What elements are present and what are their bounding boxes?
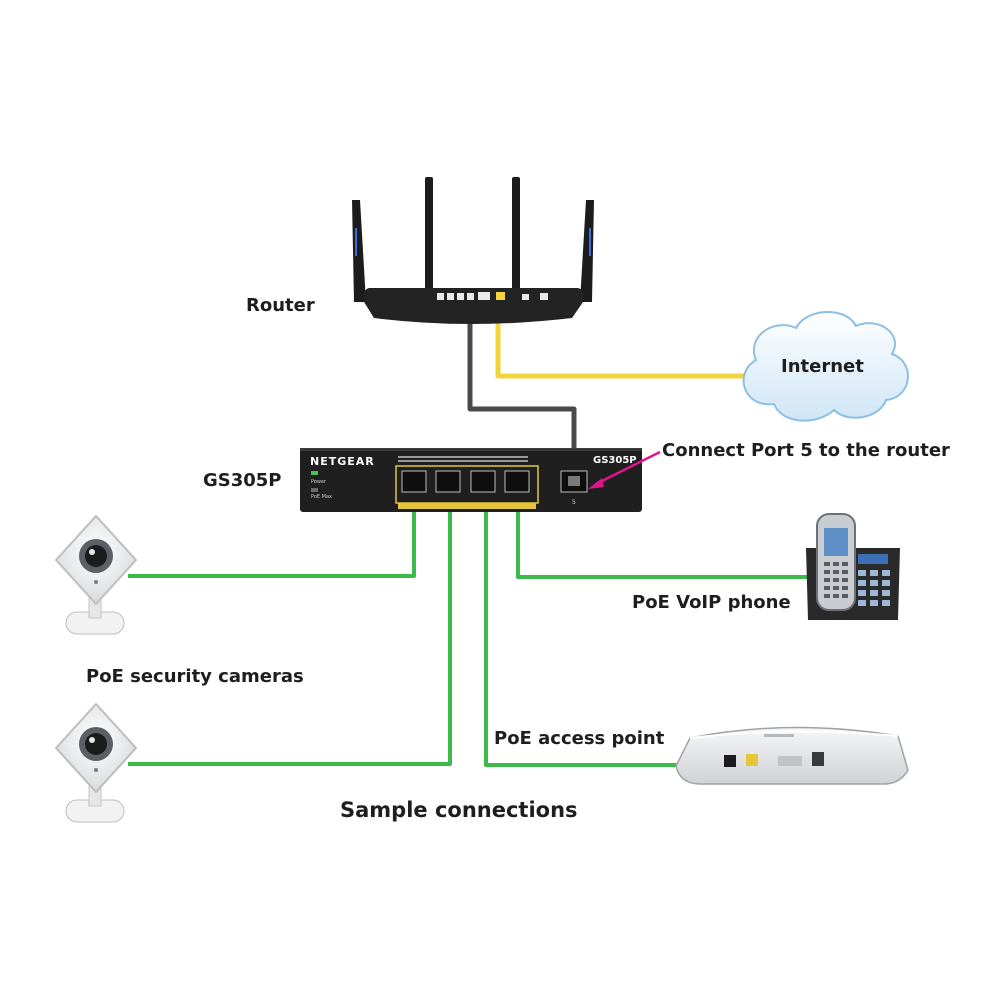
switch-brand: NETGEAR (310, 455, 375, 468)
port-2 (435, 470, 461, 493)
security-cameras-label: PoE security cameras (86, 666, 304, 687)
internet-label: Internet (781, 356, 864, 377)
switch-model-label: GS305P (593, 455, 637, 466)
poe-ports (401, 470, 530, 493)
access-point-cable (484, 487, 728, 767)
access-point-label: PoE access point (494, 728, 665, 749)
router-ports (437, 292, 548, 300)
port-1 (401, 470, 427, 493)
wifi-router-icon (352, 177, 594, 324)
camera-2-cable (128, 487, 452, 766)
sample-connections-caption: Sample connections (340, 798, 578, 822)
poe-max-led-label: PoE Max (311, 494, 332, 500)
power-led (311, 471, 318, 475)
voip-phone-label: PoE VoIP phone (632, 592, 791, 613)
switch-legend-text (398, 456, 528, 462)
switch-label: GS305P (203, 470, 282, 491)
poe-budget-strip (398, 503, 536, 509)
security-camera-icon (55, 703, 137, 823)
port-5-number: 5 (572, 499, 576, 506)
port-4 (504, 470, 530, 493)
security-camera-icon (55, 515, 137, 635)
port-3 (470, 470, 496, 493)
voip-phone-cable (516, 487, 808, 579)
network-switch-icon: NETGEAR Power PoE Max 5 GS305P (300, 448, 642, 512)
cables (128, 297, 808, 767)
camera-1-cable (128, 487, 416, 578)
router-to-port5-cable (467, 300, 577, 470)
poe-max-led (311, 488, 318, 492)
access-point-icon (675, 726, 909, 785)
power-led-label: Power (311, 479, 327, 485)
cloud-icon (742, 311, 909, 422)
connect-port5-note: Connect Port 5 to the router (662, 440, 950, 461)
voip-phone-icon (806, 513, 900, 620)
router-antennas (352, 177, 594, 302)
router-label: Router (246, 295, 315, 316)
port5-pointer-arrow (588, 450, 661, 489)
